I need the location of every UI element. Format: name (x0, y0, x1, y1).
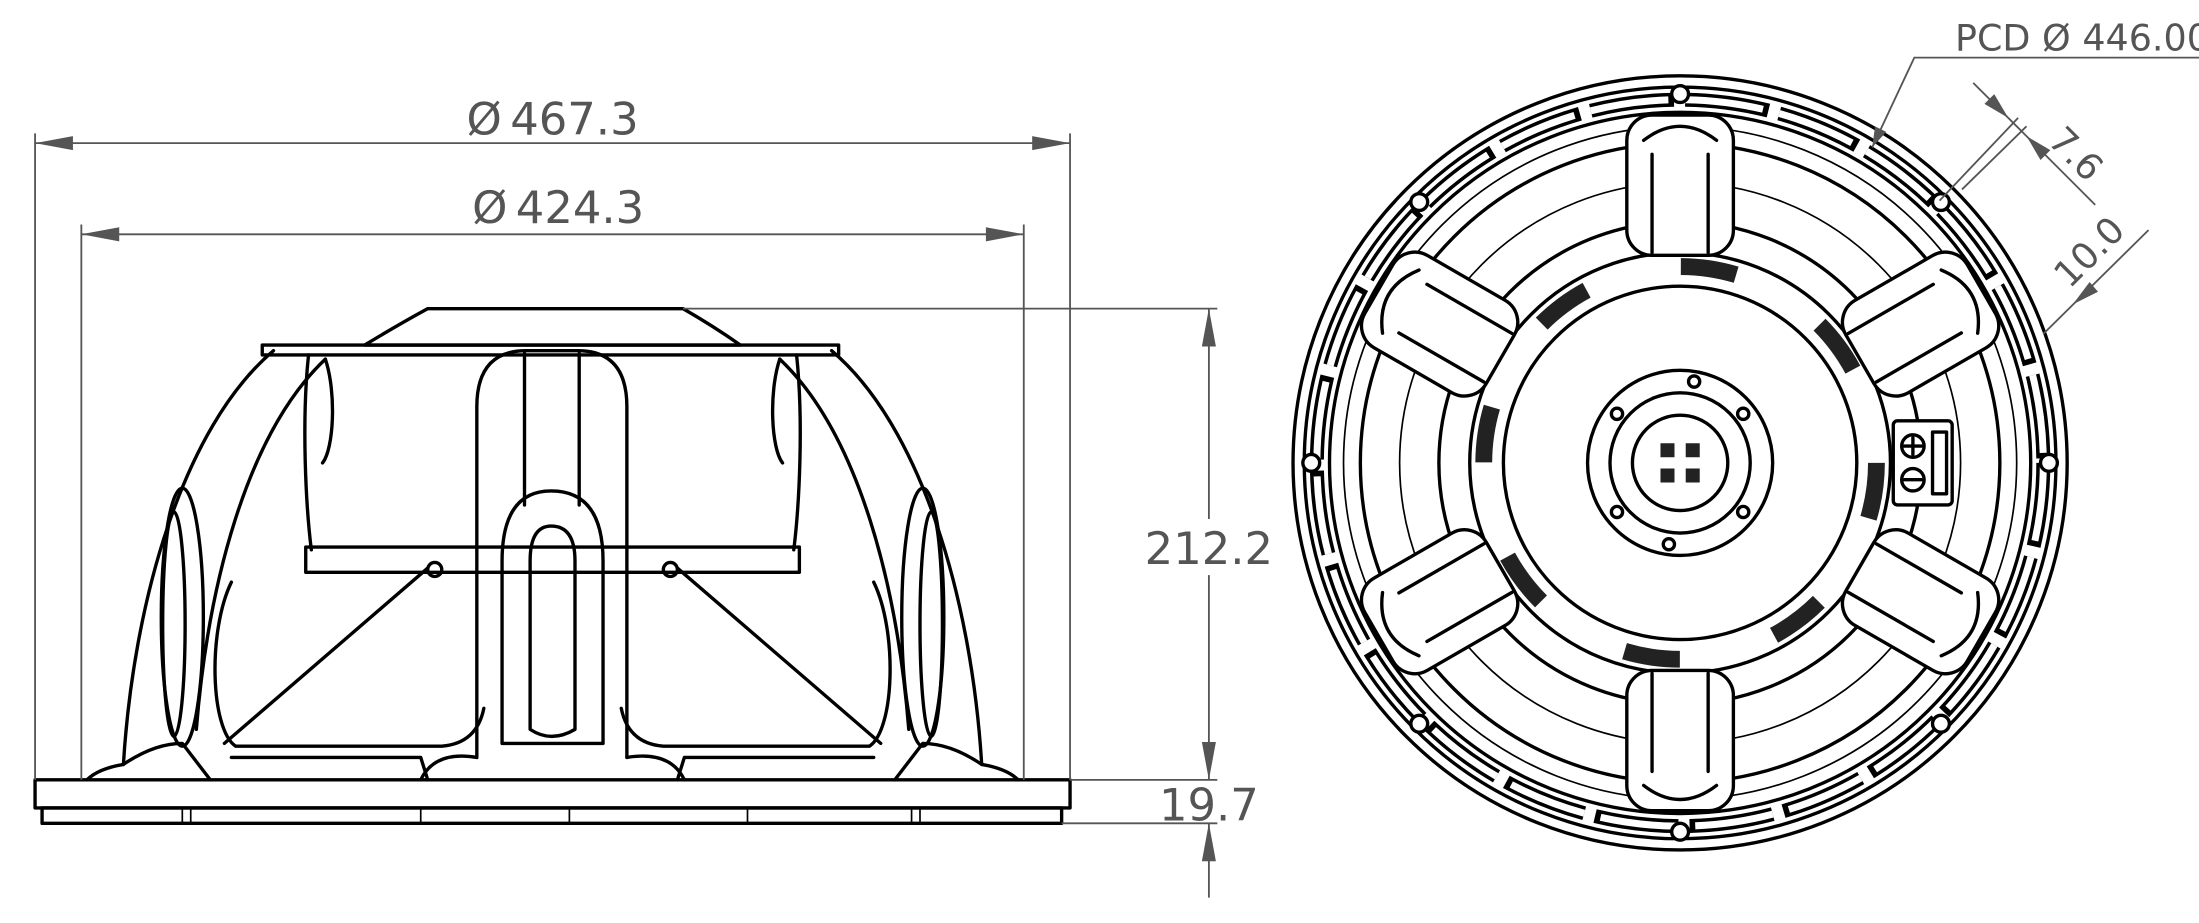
front-view (1291, 74, 2069, 852)
dim-line-slot (2042, 229, 2150, 335)
flange-ticks (181, 807, 921, 824)
top-ring (260, 343, 841, 357)
terminal-block (1891, 419, 1954, 507)
basket-right (619, 349, 1020, 782)
rear-cap (362, 306, 743, 347)
magnet-vents (1475, 258, 1885, 668)
basket-arms (1359, 113, 2001, 813)
magnet-plate (304, 545, 802, 574)
mounting-holes (1301, 83, 2060, 842)
dim-depth: 212.2 (1145, 522, 1273, 575)
mounting-flange (33, 778, 1072, 810)
basket-left (85, 349, 486, 782)
dim-hole-size: 7.6 (2040, 118, 2111, 189)
side-view (33, 306, 1072, 826)
pcd-label: PCD Ø 446.00 (1955, 17, 2199, 60)
arm-feet (419, 754, 687, 782)
dim-flange-thickness: 19.7 (1159, 779, 1259, 832)
pole-piece-hub (1585, 368, 1775, 558)
center-arm (475, 349, 629, 760)
pcd-leader (1871, 56, 2199, 148)
gasket (40, 806, 1064, 826)
